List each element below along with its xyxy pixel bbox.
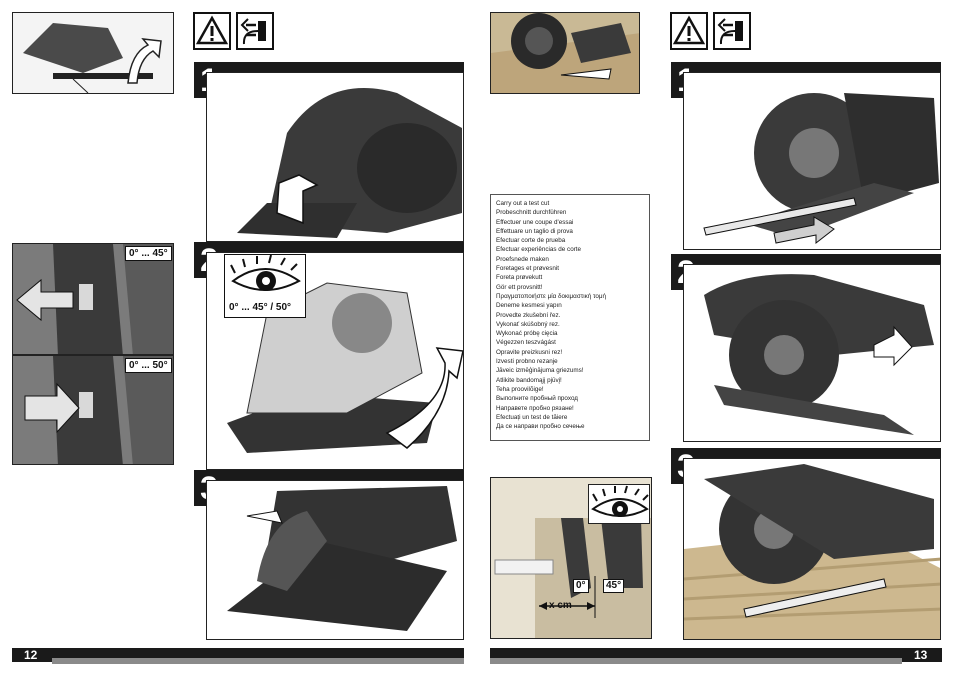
eye-icon xyxy=(230,255,301,291)
instruction-line: Да се направи пробно сечење xyxy=(496,423,585,431)
eye-angle-label: 0° ... 45° / 50° xyxy=(229,302,292,313)
detail-bevel-50: 0° ... 50° xyxy=(12,355,174,465)
instruction-line: Provedte zkušební řez. xyxy=(496,311,561,319)
figure-step3-left xyxy=(206,480,464,640)
instruction-line: Végezzen teszvágást xyxy=(496,339,556,347)
test-cut-instructions: Carry out a test cut Probeschnitt durchf… xyxy=(490,194,650,441)
instruction-line: Opravite preizkusni rez! xyxy=(496,348,563,356)
saw-guide-illustration xyxy=(684,73,940,249)
saw-on-wood-illustration xyxy=(684,459,940,639)
step-bar xyxy=(671,62,941,72)
step-bar xyxy=(194,242,464,252)
angle-label: 0° ... 50° xyxy=(125,358,172,373)
instruction-line: Foreta prøvekutt xyxy=(496,274,543,282)
instruction-line: Wykonać próbę cięcia xyxy=(496,330,558,338)
instruction-line: Teha proovilõige! xyxy=(496,385,544,393)
step-bar xyxy=(194,470,464,480)
figure-step1-right xyxy=(683,72,941,250)
instruction-line: Выполните пробный проход xyxy=(496,395,578,403)
instruction-line: Foretages et prøvesnit xyxy=(496,265,559,273)
figure-step1-left xyxy=(206,72,464,242)
inset-saw-on-wood xyxy=(490,12,640,94)
unplug-icon xyxy=(236,12,274,50)
instruction-line: Proefsnede maken xyxy=(496,255,549,263)
instruction-line: Probeschnitt durchführen xyxy=(496,209,567,217)
footer-stripe xyxy=(52,658,464,664)
instruction-line: Jāveic izmēģinājuma griezums! xyxy=(496,367,584,375)
saw-illustration xyxy=(207,73,463,241)
instruction-line: Efectuar corte de prueba xyxy=(496,237,566,245)
angle-45-label: 45° xyxy=(603,579,625,593)
angle-zero-label: 0° xyxy=(573,579,589,593)
instruction-line: Efectuați un test de tăiere xyxy=(496,413,568,421)
step-bar xyxy=(194,62,464,72)
step-bar xyxy=(671,448,941,458)
saw-on-wood-illustration xyxy=(491,13,639,93)
instruction-line: Effectuer une coupe d'essai xyxy=(496,218,574,226)
eye-icon xyxy=(591,485,649,517)
instruction-line: Izvesti probno rezanje xyxy=(496,358,558,366)
page-number: 13 xyxy=(914,648,928,662)
warning-triangle-icon xyxy=(193,12,231,50)
bevel-scale-illustration xyxy=(13,356,173,464)
inset-saw-base xyxy=(12,12,174,94)
bevel-scale-illustration xyxy=(13,244,173,354)
instruction-line: Vykonať skúšobný rez. xyxy=(496,320,560,328)
instruction-line: Направете пробно рязане! xyxy=(496,404,574,412)
eye-callout xyxy=(588,484,650,524)
angle-label: 0° ... 45° xyxy=(125,246,172,261)
instruction-line: Πραγματοποιήστε μία δοκιμαστική τομή xyxy=(496,292,607,300)
figure-step2-right xyxy=(683,264,941,442)
page-number: 12 xyxy=(24,648,38,662)
instruction-line: Efectuar experiências de corte xyxy=(496,246,582,254)
footer-stripe xyxy=(490,658,902,664)
warning-triangle-icon xyxy=(670,12,708,50)
figure-step3-right xyxy=(683,458,941,640)
detail-bevel-45: 0° ... 45° xyxy=(12,243,174,355)
unplug-icon xyxy=(713,12,751,50)
saw-lever-illustration xyxy=(684,265,940,441)
distance-label: x cm xyxy=(549,600,572,611)
eye-callout: 0° ... 45° / 50° xyxy=(224,254,306,318)
instruction-line: Atlikite bandomąjį pjūvį! xyxy=(496,376,562,384)
instruction-line: Gör ett provsnitt! xyxy=(496,283,543,291)
saw-base-illustration xyxy=(207,481,463,639)
saw-base-illustration xyxy=(13,13,173,93)
instruction-line: Deneme kesmesi yapın xyxy=(496,302,562,310)
step-bar xyxy=(671,254,941,264)
instruction-line: Effettuare un taglio di prova xyxy=(496,227,573,235)
instruction-line: Carry out a test cut xyxy=(496,200,550,207)
